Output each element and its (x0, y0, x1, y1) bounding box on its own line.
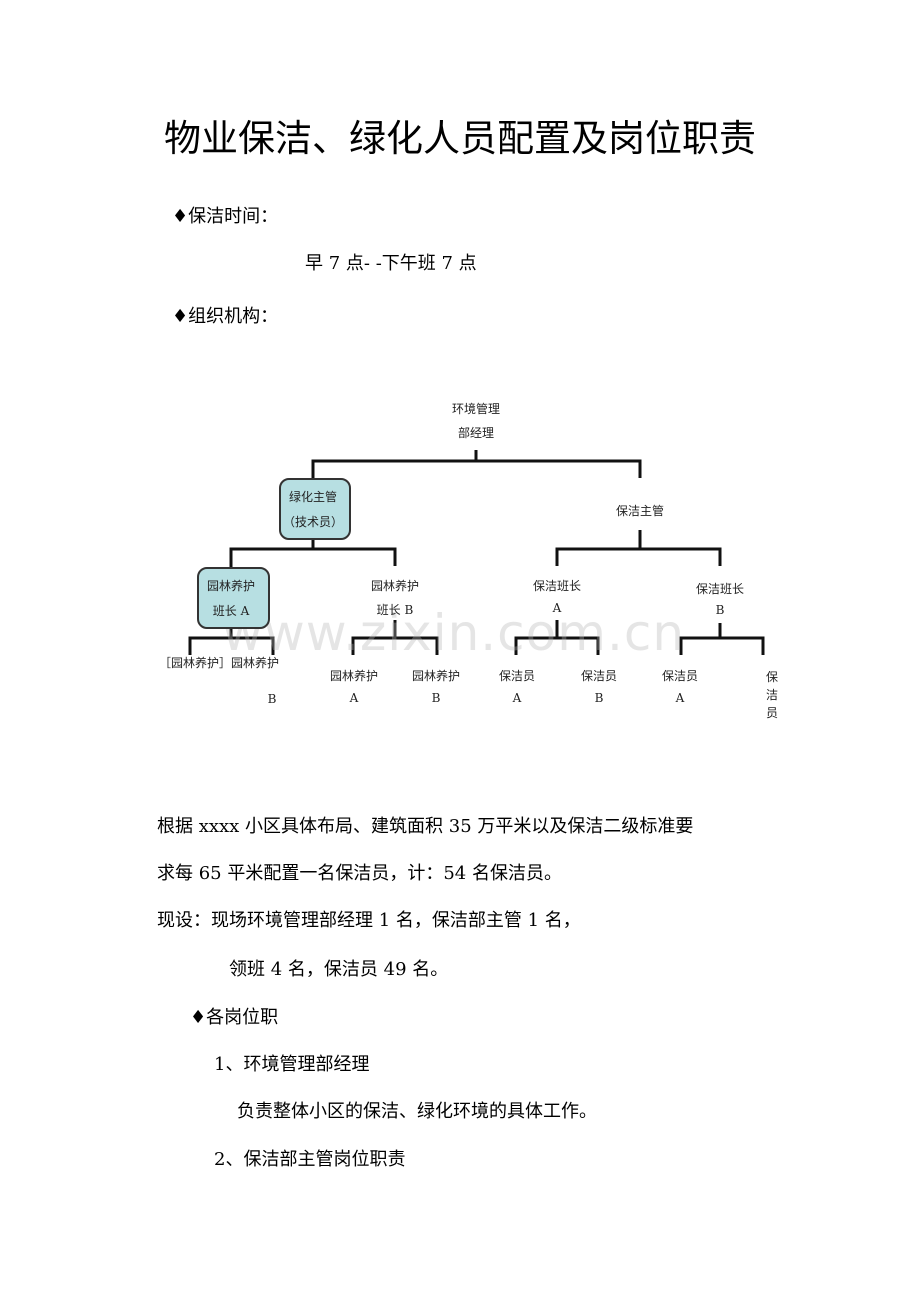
node-cleaning-leader-a-line2: A (552, 601, 562, 615)
paragraph: 领班 4 名，保洁员 49 名。 (229, 959, 449, 980)
leaf: 保洁员 (580, 669, 618, 683)
section-organization: ♦组织机构： (172, 306, 279, 327)
paragraph: 根据 xxxx 小区具体布局、建筑面积 35 万平米以及保洁二级标准要 (157, 816, 694, 837)
leaf-suffix: B (594, 691, 604, 705)
node-garden-leader-a: 园林养护 (206, 579, 256, 593)
section-cleaning-time: ♦保洁时间： (172, 206, 279, 227)
leaf-garden-b-suffix: B (267, 692, 277, 706)
node-manager-line2: 部经理 (457, 426, 495, 440)
leaf: 园林养护 (411, 669, 461, 683)
leaf-vertical: 保 (765, 670, 779, 684)
leaf-vertical: 洁 (765, 688, 779, 702)
page-title: 物业保洁、绿化人员配置及岗位职责 (164, 117, 756, 160)
node-cleaning-supervisor: 保洁主管 (615, 504, 665, 518)
node-garden-leader-a-line2: 班长 A (212, 604, 250, 618)
node-manager: 环境管理 (451, 402, 501, 416)
leaf-garden-a-b: ［园林养护］园林养护 (158, 656, 280, 670)
leaf-suffix: A (349, 691, 359, 705)
garden-leader-a-box (197, 567, 270, 629)
heading-cleaning-supervisor: 2、保洁部主管岗位职责 (214, 1149, 406, 1170)
paragraph: 现设：现场环境管理部经理 1 名，保洁部主管 1 名， (157, 910, 581, 931)
leaf-vertical: 员 (765, 706, 779, 720)
node-green-supervisor: 绿化主管 (288, 490, 338, 504)
node-cleaning-leader-b-line2: B (715, 603, 725, 617)
cleaning-hours: 早 7 点- -下午班 7 点 (305, 253, 477, 274)
section-duties: ♦各岗位职 (190, 1007, 279, 1028)
paragraph: 求每 65 平米配置一名保洁员，计：54 名保洁员。 (157, 863, 562, 884)
leaf: 保洁员 (661, 669, 699, 683)
leaf-suffix: B (431, 691, 441, 705)
watermark: www.zixin.com.cn (222, 604, 686, 662)
org-chart-lines (188, 450, 765, 655)
heading-manager: 1、环境管理部经理 (214, 1054, 370, 1075)
green-supervisor-box (279, 478, 351, 540)
node-cleaning-leader-a: 保洁班长 (532, 579, 582, 593)
leaf-suffix: A (512, 691, 522, 705)
leaf: 园林养护 (329, 669, 379, 683)
node-garden-leader-b-line2: 班长 B (376, 603, 414, 617)
leaf: 保洁员 (498, 669, 536, 683)
node-garden-leader-b: 园林养护 (370, 579, 420, 593)
leaf-suffix: A (675, 691, 685, 705)
node-green-supervisor-line2: （技术员） (282, 515, 344, 529)
node-cleaning-leader-b: 保洁班长 (695, 582, 745, 596)
manager-duty: 负责整体小区的保洁、绿化环境的具体工作。 (237, 1101, 597, 1122)
